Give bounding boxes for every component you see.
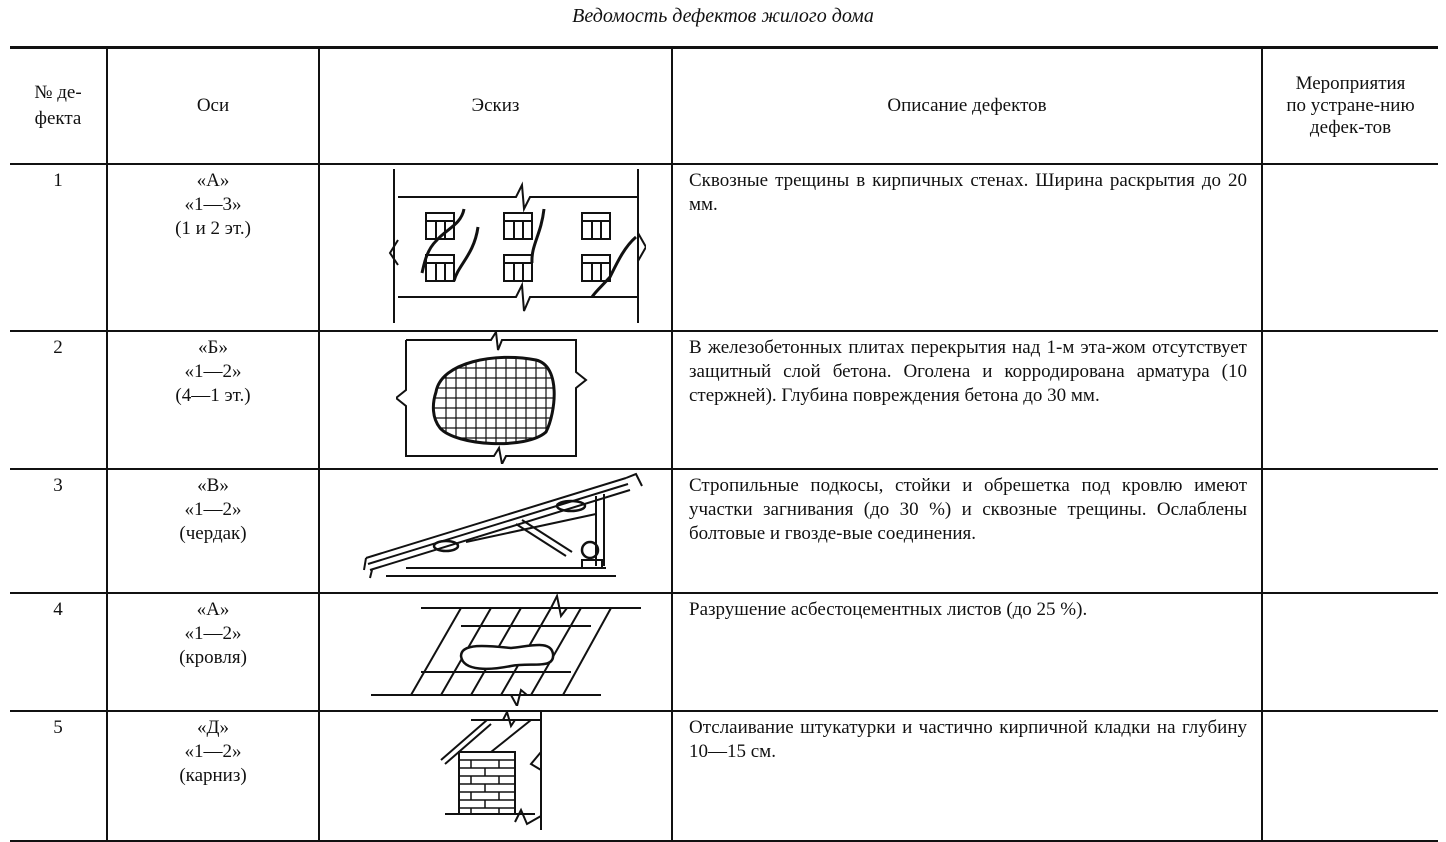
axes-cell: «Д» «1—2» (карниз) bbox=[106, 710, 320, 842]
header-num: № де-фекта bbox=[10, 46, 108, 165]
axis-floor: (кровля) bbox=[179, 647, 247, 668]
axis-range: «1—2» bbox=[184, 741, 242, 762]
table-row: 1 «А» «1—3» (1 и 2 эт.) Сквозные трещины в… bbox=[10, 163, 1438, 332]
defect-number: 2 bbox=[10, 330, 108, 470]
defects-table: № де-фекта Оси Эскиз Описание дефектов М… bbox=[10, 46, 1438, 842]
defect-number: 3 bbox=[10, 468, 108, 594]
axis-letter: «В» bbox=[197, 475, 229, 496]
defect-number: 5 bbox=[10, 710, 108, 842]
defect-description: Стропильные подкосы, стойки и обрешетка … bbox=[671, 468, 1263, 594]
axes-cell: «А» «1—2» (кровля) bbox=[106, 592, 320, 712]
axis-range: «1—2» bbox=[184, 623, 242, 644]
measures-cell bbox=[1261, 330, 1438, 470]
defect-description: Отслаивание штукатурки и частично кирпич… bbox=[671, 710, 1263, 842]
defect-description: В железобетонных плитах перекрытия над 1… bbox=[671, 330, 1263, 470]
measures-cell bbox=[1261, 592, 1438, 712]
axis-floor: (1 и 2 эт.) bbox=[175, 218, 251, 239]
axis-letter: «А» bbox=[196, 599, 230, 620]
measures-cell bbox=[1261, 163, 1438, 332]
sketch-slab-exposed-rebar bbox=[318, 330, 673, 470]
header-description: Описание дефектов bbox=[671, 46, 1263, 165]
table-row: 2 «Б» «1—2» (4—1 эт.) В железобетонных пли… bbox=[10, 330, 1438, 470]
axis-floor: (4—1 эт.) bbox=[175, 385, 251, 406]
axes-cell: «Б» «1—2» (4—1 эт.) bbox=[106, 330, 320, 470]
table-row: 5 «Д» «1—2» (карниз) Отслаивание штукатурк… bbox=[10, 710, 1438, 842]
header-sketch: Эскиз bbox=[318, 46, 673, 165]
defect-description: Разрушение асбестоцементных листов (до 2… bbox=[671, 592, 1263, 712]
axis-range: «1—2» bbox=[184, 361, 242, 382]
measures-cell bbox=[1261, 468, 1438, 594]
sketch-rafter-structure bbox=[318, 468, 673, 594]
measures-cell bbox=[1261, 710, 1438, 842]
header-axes: Оси bbox=[106, 46, 320, 165]
axis-letter: «Б» bbox=[198, 337, 228, 358]
axis-floor: (чердак) bbox=[179, 523, 247, 544]
defect-description: Сквозные трещины в кирпичных стенах. Шир… bbox=[671, 163, 1263, 332]
axis-letter: «А» bbox=[196, 170, 230, 191]
axes-cell: «В» «1—2» (чердак) bbox=[106, 468, 320, 594]
sketch-cornice-brickwork bbox=[318, 710, 673, 842]
sketch-asbestos-roof-sheets bbox=[318, 592, 673, 712]
defect-number: 4 bbox=[10, 592, 108, 712]
header-measures: Мероприятия по устране-нию дефек-тов bbox=[1261, 46, 1438, 165]
table-row: 3 «В» «1—2» (чердак) Стропильные подкосы, … bbox=[10, 468, 1438, 594]
header-row: № де-фекта Оси Эскиз Описание дефектов М… bbox=[10, 46, 1438, 165]
axis-floor: (карниз) bbox=[179, 765, 247, 786]
axis-letter: «Д» bbox=[197, 717, 229, 738]
document-title: Ведомость дефектов жилого дома bbox=[572, 5, 874, 27]
sketch-brick-wall-cracks bbox=[318, 163, 673, 332]
axis-range: «1—2» bbox=[184, 499, 242, 520]
table-row: 4 «А» «1—2» (кровля) Разрушение асбестоцем… bbox=[10, 592, 1438, 712]
axes-cell: «А» «1—3» (1 и 2 эт.) bbox=[106, 163, 320, 332]
axis-range: «1—3» bbox=[184, 194, 242, 215]
defect-number: 1 bbox=[10, 163, 108, 332]
